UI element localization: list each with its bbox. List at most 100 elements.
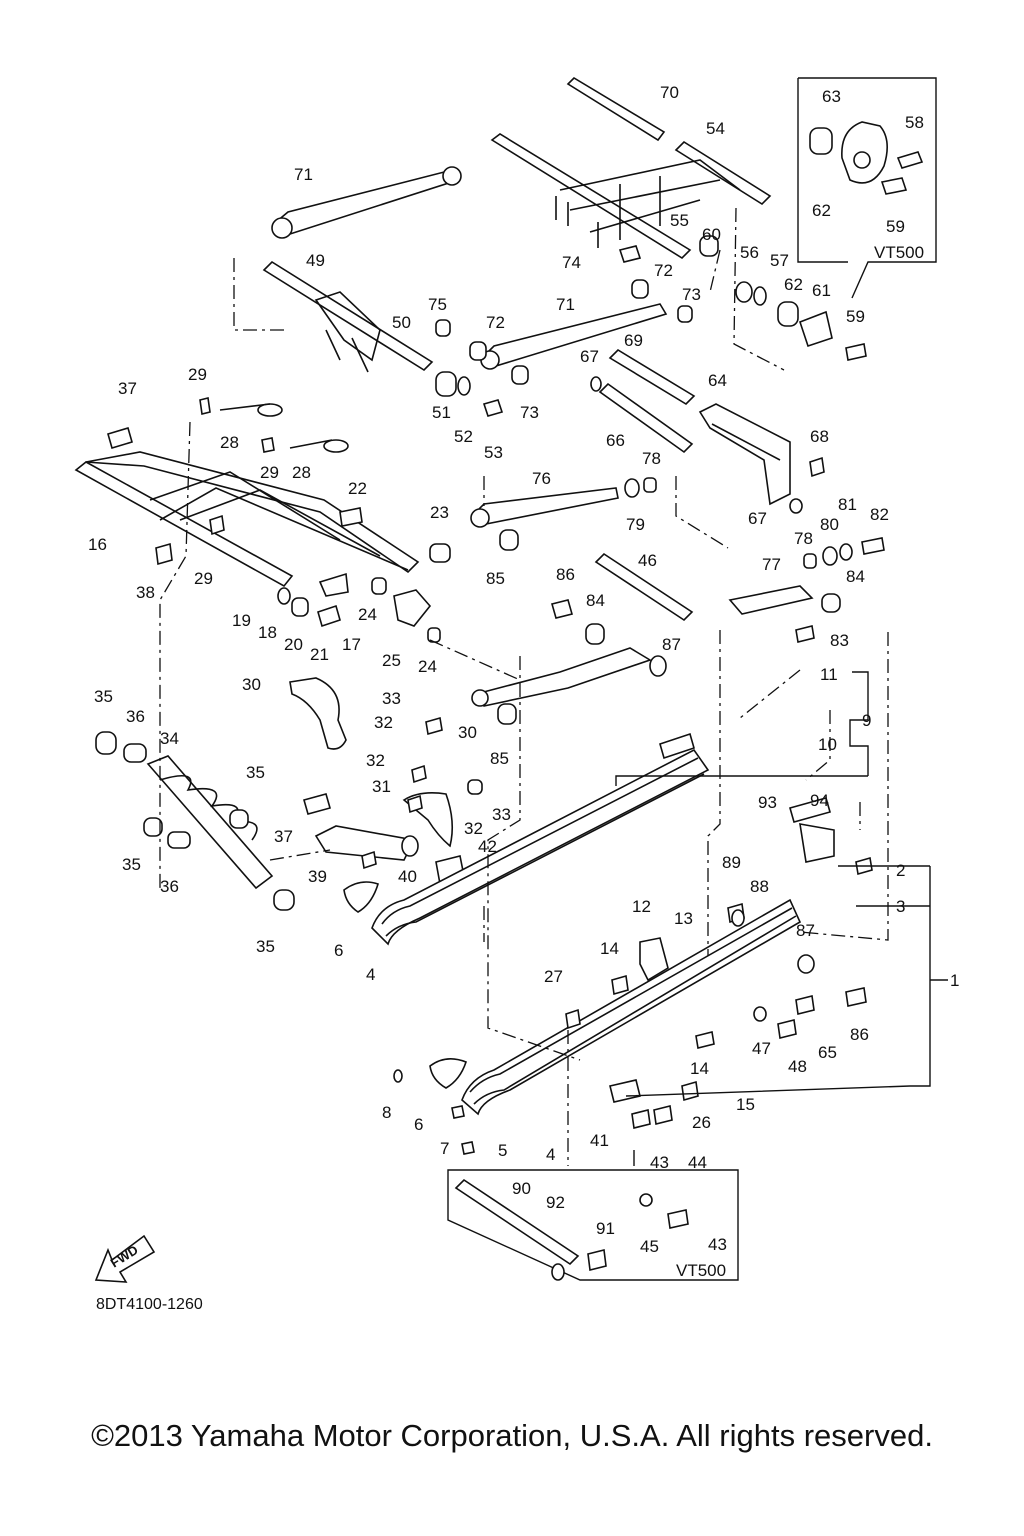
part-label-89: 89	[722, 853, 741, 872]
part-label-13: 13	[674, 909, 693, 928]
fwd-arrow: FWD	[94, 1234, 156, 1283]
upper-slide-rail	[371, 732, 710, 946]
part-label-32a: 32	[374, 713, 393, 732]
part-label-26: 26	[692, 1113, 711, 1132]
part-label-47: 47	[752, 1039, 771, 1058]
front-arm-assembly	[74, 397, 451, 643]
part-label-11: 11	[820, 665, 838, 684]
part-label-5: 5	[498, 1141, 507, 1160]
lower-slide-rail	[393, 797, 873, 1155]
part-label-12: 12	[632, 897, 651, 916]
part-label-34: 34	[160, 729, 179, 748]
part-label-83: 83	[830, 631, 849, 650]
part-label-22: 22	[348, 479, 367, 498]
part-label-45: 45	[640, 1237, 659, 1256]
part-label-85a: 85	[486, 569, 505, 588]
part-label-72a: 72	[654, 261, 673, 280]
part-label-60: 60	[702, 225, 721, 244]
part-label-66: 66	[606, 431, 625, 450]
part-label-19: 19	[232, 611, 251, 630]
part-label-33a: 33	[382, 689, 401, 708]
part-label-4a: 4	[366, 965, 375, 984]
part-label-73b: 73	[520, 403, 539, 422]
part-label-86a: 86	[556, 565, 575, 584]
part-label-46: 46	[638, 551, 657, 570]
part-label-62a: 62	[812, 201, 831, 220]
part-label-56: 56	[740, 243, 759, 262]
part-label-39: 39	[308, 867, 327, 886]
part-label-49: 49	[306, 251, 325, 270]
part-label-24b: 24	[418, 657, 437, 676]
part-label-40: 40	[398, 867, 417, 886]
part-label-67a: 67	[580, 347, 599, 366]
part-label-24a: 24	[358, 605, 377, 624]
part-label-29c: 29	[194, 569, 213, 588]
part-label-9: 9	[862, 711, 871, 730]
part-label-6a: 6	[334, 941, 343, 960]
part-label-54: 54	[706, 119, 725, 138]
part-label-29b: 29	[260, 463, 279, 482]
part-label-53: 53	[484, 443, 503, 462]
upper-bushings	[435, 235, 867, 417]
reference-lines	[159, 207, 948, 1166]
part-label-63: 63	[822, 87, 841, 106]
part-label-42: 42	[478, 837, 497, 856]
part-label-37a: 37	[118, 379, 137, 398]
part-label-27: 27	[544, 967, 563, 986]
part-label-61: 61	[812, 281, 831, 300]
part-label-48: 48	[788, 1057, 807, 1076]
part-label-51: 51	[432, 403, 451, 422]
part-label-67b: 67	[748, 509, 767, 528]
part-label-41: 41	[590, 1131, 609, 1150]
part-label-58: 58	[905, 113, 924, 132]
part-label-2: 2	[896, 861, 905, 880]
part-label-32b: 32	[366, 751, 385, 770]
part-label-59b: 59	[846, 307, 865, 326]
part-label-36b: 36	[160, 877, 179, 896]
part-label-32c: 32	[464, 819, 483, 838]
part-label-92: 92	[546, 1193, 565, 1212]
part-label-69: 69	[624, 331, 643, 350]
part-label-25: 25	[382, 651, 401, 670]
part-label-29a: 29	[188, 365, 207, 384]
shock-absorber	[95, 677, 483, 913]
part-label-43b: 43	[708, 1235, 727, 1254]
part-label-16: 16	[88, 535, 107, 554]
part-label-93: 93	[758, 793, 777, 812]
document-code: 8DT4100-1260	[96, 1296, 203, 1313]
part-label-77: 77	[762, 555, 781, 574]
part-label-3: 3	[896, 897, 905, 916]
part-label-94: 94	[810, 791, 829, 810]
part-label-64: 64	[708, 371, 727, 390]
variant-label-bottom: VT500	[676, 1261, 726, 1280]
part-label-81: 81	[838, 495, 857, 514]
part-label-87b: 87	[796, 921, 815, 940]
part-label-43a: 43	[650, 1153, 669, 1172]
copyright-notice: ©2013 Yamaha Motor Corporation, U.S.A. A…	[91, 1418, 933, 1453]
part-label-35b: 35	[246, 763, 265, 782]
part-label-72b: 72	[486, 313, 505, 332]
part-label-76: 76	[532, 469, 551, 488]
part-label-85b: 85	[490, 749, 509, 768]
part-label-30b: 30	[458, 723, 477, 742]
part-label-23: 23	[430, 503, 449, 522]
part-label-14a: 14	[600, 939, 619, 958]
part-label-91: 91	[596, 1219, 615, 1238]
part-label-65: 65	[818, 1043, 837, 1062]
part-label-35d: 35	[256, 937, 275, 956]
part-label-36a: 36	[126, 707, 145, 726]
part-label-59a: 59	[886, 217, 905, 236]
part-label-4b: 4	[546, 1145, 555, 1164]
part-label-80: 80	[820, 515, 839, 534]
part-label-70: 70	[660, 83, 679, 102]
part-label-35c: 35	[122, 855, 141, 874]
part-label-35a: 35	[94, 687, 113, 706]
part-label-88: 88	[750, 877, 769, 896]
part-label-50: 50	[392, 313, 411, 332]
vt500-inset-top	[797, 77, 937, 299]
part-label-57: 57	[770, 251, 789, 270]
part-label-79: 79	[626, 515, 645, 534]
